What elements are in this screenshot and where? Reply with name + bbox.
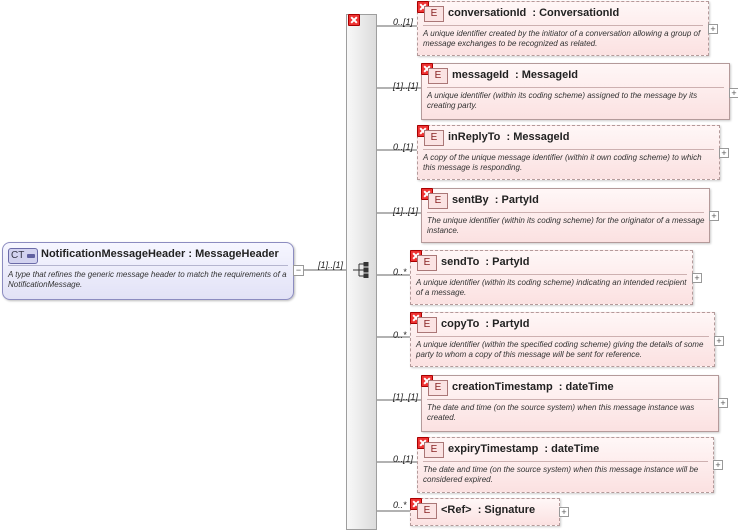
element-description: A unique identifier (within its coding s…	[427, 91, 698, 110]
expand-icon[interactable]: +	[692, 273, 702, 283]
element-icon: E	[424, 130, 444, 146]
expand-icon[interactable]: +	[713, 460, 723, 470]
element-type: MessageId	[521, 69, 578, 81]
element-type: PartyId	[492, 318, 530, 330]
element-type: dateTime	[565, 381, 614, 393]
element-description: The unique identifier (within its coding…	[427, 216, 705, 235]
element-title: sendTo : PartyId	[441, 256, 530, 268]
element-icon: E	[417, 317, 437, 333]
element-multiplicity: [1]..[1]	[393, 81, 419, 91]
element-title: <Ref> : Signature	[441, 504, 536, 516]
element-name: sentBy	[452, 194, 489, 206]
divider	[8, 265, 288, 266]
element-icon: E	[424, 442, 444, 458]
element-name: sendTo	[441, 256, 480, 268]
element-box[interactable]: E <Ref> : Signature	[410, 498, 560, 526]
expand-icon[interactable]: +	[719, 148, 729, 158]
divider	[427, 399, 713, 400]
element-title: creationTimestamp : dateTime	[452, 381, 614, 393]
divider	[416, 336, 709, 337]
element-multiplicity: [1]..[1]	[393, 206, 419, 216]
element-name: creationTimestamp	[452, 381, 553, 393]
complex-type-icon: CT	[8, 248, 38, 264]
complex-type-multiplicity: [1]..[1]	[318, 260, 344, 270]
element-type: ConversationId	[539, 7, 620, 19]
divider	[423, 461, 708, 462]
element-title: conversationId : ConversationId	[448, 7, 620, 19]
element-type: MessageId	[513, 131, 570, 143]
expand-icon[interactable]: +	[718, 398, 728, 408]
element-name: copyTo	[441, 318, 480, 330]
element-name: messageId	[452, 69, 509, 81]
element-multiplicity: 0..*	[393, 267, 407, 277]
element-multiplicity: 0..*	[393, 330, 407, 340]
sequence-icon	[353, 262, 369, 278]
element-multiplicity: 0..*	[393, 500, 407, 510]
element-icon: E	[428, 68, 448, 84]
element-icon: E	[417, 503, 437, 519]
element-multiplicity: [1]..[1]	[393, 392, 419, 402]
element-description: A unique identifier (within its coding s…	[416, 278, 687, 297]
element-icon: E	[424, 6, 444, 22]
element-description: The date and time (on the source system)…	[427, 403, 695, 422]
divider	[423, 149, 714, 150]
element-icon: E	[428, 193, 448, 209]
complex-type-base: MessageHeader	[195, 248, 279, 260]
element-title: copyTo : PartyId	[441, 318, 530, 330]
expand-icon[interactable]: +	[714, 336, 724, 346]
element-title: messageId : MessageId	[452, 69, 578, 81]
collapse-icon[interactable]: −	[293, 265, 304, 276]
element-name: expiryTimestamp	[448, 443, 539, 455]
expand-icon[interactable]: +	[729, 88, 738, 98]
complex-type-name: NotificationMessageHeader	[41, 248, 186, 260]
divider	[423, 25, 703, 26]
element-title: inReplyTo : MessageId	[448, 131, 570, 143]
divider	[427, 212, 704, 213]
element-icon: E	[417, 255, 437, 271]
element-description: The date and time (on the source system)…	[423, 465, 699, 484]
element-icon: E	[428, 380, 448, 396]
element-multiplicity: 0..[1]	[393, 454, 414, 464]
divider	[416, 274, 687, 275]
element-multiplicity: 0..[1]	[393, 17, 414, 27]
element-type: PartyId	[501, 194, 539, 206]
element-name: conversationId	[448, 7, 527, 19]
element-name: <Ref>	[441, 504, 472, 516]
element-multiplicity: 0..[1]	[393, 142, 414, 152]
element-title: sentBy : PartyId	[452, 194, 539, 206]
element-type: dateTime	[551, 443, 600, 455]
element-type: PartyId	[492, 256, 530, 268]
element-type: Signature	[484, 504, 536, 516]
element-name: inReplyTo	[448, 131, 501, 143]
element-description: A copy of the unique message identifier …	[423, 153, 702, 172]
complex-type-box[interactable]: CT NotificationMessageHeader : MessageHe…	[2, 242, 294, 300]
element-description: A unique identifier created by the initi…	[423, 29, 701, 48]
element-title: expiryTimestamp : dateTime	[448, 443, 600, 455]
sequence-bar	[346, 14, 377, 530]
complex-type-description: A type that refines the generic message …	[8, 270, 287, 289]
expand-icon[interactable]: +	[559, 507, 569, 517]
complex-type-title: NotificationMessageHeader : MessageHeade…	[41, 248, 279, 260]
divider	[427, 87, 724, 88]
expand-icon[interactable]: +	[709, 211, 719, 221]
expand-icon[interactable]: +	[708, 24, 718, 34]
element-description: A unique identifier (within the specifie…	[416, 340, 704, 359]
error-icon	[348, 14, 360, 26]
